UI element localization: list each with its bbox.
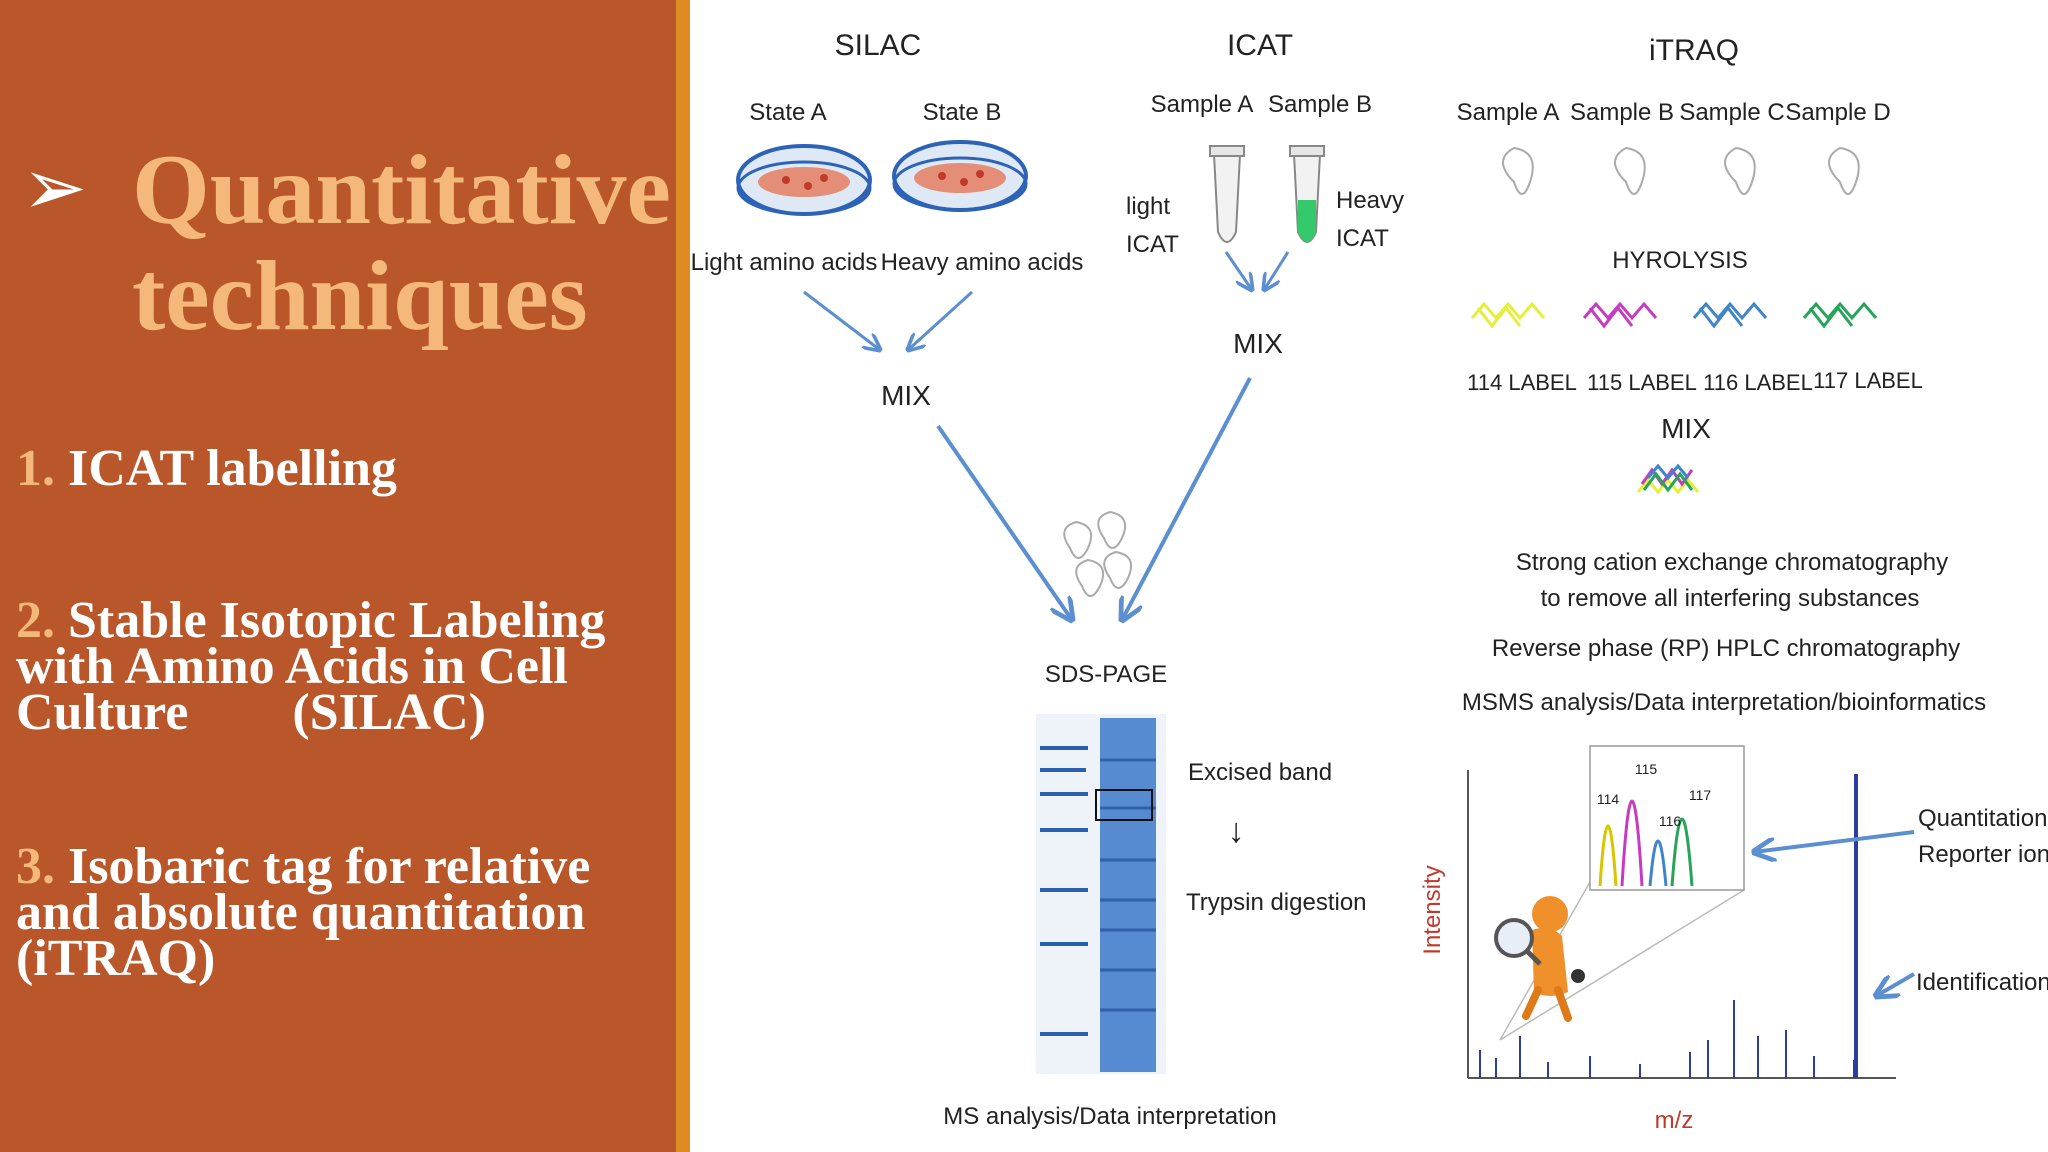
item-number: 3. [16,838,55,895]
icat-mix: MIX [1233,328,1283,359]
sds-page-label: SDS-PAGE [1045,661,1167,688]
item-text: ICAT labelling [68,440,397,497]
label-116: 116 LABEL [1703,370,1813,395]
reporter-ion-label: Reporter ion [1918,841,2048,868]
protein-structure-icon [1063,510,1132,597]
ms-analysis-label: MS analysis/Data interpretation [943,1103,1277,1130]
itraq-step2: Reverse phase (RP) HPLC chromatography [1492,635,1960,662]
identification-label: Identification [1916,969,2048,996]
itraq-step3: MSMS analysis/Data interpretation/bioinf… [1462,689,1986,716]
icat-title: ICAT [1227,29,1293,62]
slide-title-line1: Quantitative [132,134,671,245]
item-text-line2: with Amino Acids in Cell [16,638,568,695]
magnifier-figure-icon [1494,896,1585,1022]
silac-light-label: Light amino acids [691,249,878,276]
itraq-sample-a: Sample A [1457,99,1560,126]
arrow-quantitation [1754,830,1915,852]
silac-heavy-label: Heavy amino acids [881,249,1084,276]
item-text-line3: Culture (SILAC) [16,684,486,741]
proteomics-workflow-diagram: SILAC State A State B Light amino acids … [691,29,2048,1134]
accent-divider [676,0,690,1152]
item-text-line1: Isobaric tag for relative [68,838,591,895]
icat-light-label2: ICAT [1126,231,1179,258]
mass-spectrum-plot: 114 115 116 117 Intensity m/z [1419,745,1896,1134]
icat-sample-b: Sample B [1268,91,1372,118]
itraq-mix: MIX [1661,413,1711,444]
item-text-line3: (iTRAQ) [16,930,216,987]
itraq-step1-line2: to remove all interfering substances [1541,585,1920,612]
tube-light-icon [1209,145,1245,243]
item-text-line2: and absolute quantitation [16,884,586,941]
item-number: 1. [16,440,55,497]
list-item-silac: 2. Stable Isotopic Labeling with Amino A… [16,595,605,741]
arrow-tube-a-to-mix [1224,251,1252,290]
tube-heavy-icon [1289,145,1325,243]
list-item-itraq: 3. Isobaric tag for relative and absolut… [16,841,590,987]
peak-label-114: 114 [1597,791,1620,807]
icat-light-label1: light [1126,193,1170,220]
itraq-sample-c: Sample C [1679,99,1784,126]
quantitation-label: Quantitation [1918,805,2047,832]
excised-band-box [1095,789,1153,821]
label-114: 114 LABEL [1467,370,1577,395]
arrow-light-to-mix [803,290,880,350]
list-item-icat: 1. ICAT labelling [16,443,397,495]
peak-label-116: 116 [1659,813,1682,829]
silac-state-a: State A [749,99,826,126]
label-115: 115 LABEL [1587,370,1697,395]
silac-state-b: State B [923,99,1002,126]
itraq-hydrolysis: HYROLYSIS [1612,247,1748,274]
petri-dish-heavy-icon [892,140,1028,212]
icat-heavy-label2: ICAT [1336,225,1389,252]
arrow-identification [1876,972,1916,996]
spectrum-ylabel: Intensity [1419,865,1446,954]
mixed-peptides-icon [1636,463,1700,495]
silac-mix: MIX [881,380,931,411]
trypsin-label: Trypsin digestion [1186,889,1367,916]
itraq-sample-b: Sample B [1570,99,1674,126]
arrow-tube-b-to-mix [1264,251,1290,290]
itraq-sample-d: Sample D [1785,99,1890,126]
peak-label-117: 117 [1689,787,1712,803]
down-arrow-icon: ↓ [1228,812,1245,850]
sds-page-gel [1036,714,1166,1074]
peak-label-115: 115 [1635,761,1658,777]
arrow-icat-to-gel [1122,377,1252,620]
icat-sample-a: Sample A [1151,91,1254,118]
itraq-title: iTRAQ [1649,34,1739,67]
peptide-label-squiggles [1470,301,1878,329]
spectrum-xlabel: m/z [1655,1107,1694,1134]
item-text-line1: Stable Isotopic Labeling [68,592,606,649]
itraq-step1-line1: Strong cation exchange chromatography [1516,549,1948,576]
icat-heavy-label1: Heavy [1336,187,1404,214]
excised-band-label: Excised band [1188,759,1332,786]
bullet-arrow-icon: ➢ [22,143,88,233]
silac-title: SILAC [835,29,922,62]
itraq-protein-icons [1502,146,1860,195]
left-panel: ➢ Quantitative techniques 1. ICAT labell… [0,0,676,1152]
arrow-heavy-to-mix [908,290,974,350]
petri-dish-light-icon [736,144,872,216]
arrow-silac-to-gel [936,424,1072,620]
slide-title-line2: techniques [132,240,588,351]
label-117: 117 LABEL [1813,368,1923,393]
item-number: 2. [16,592,55,649]
